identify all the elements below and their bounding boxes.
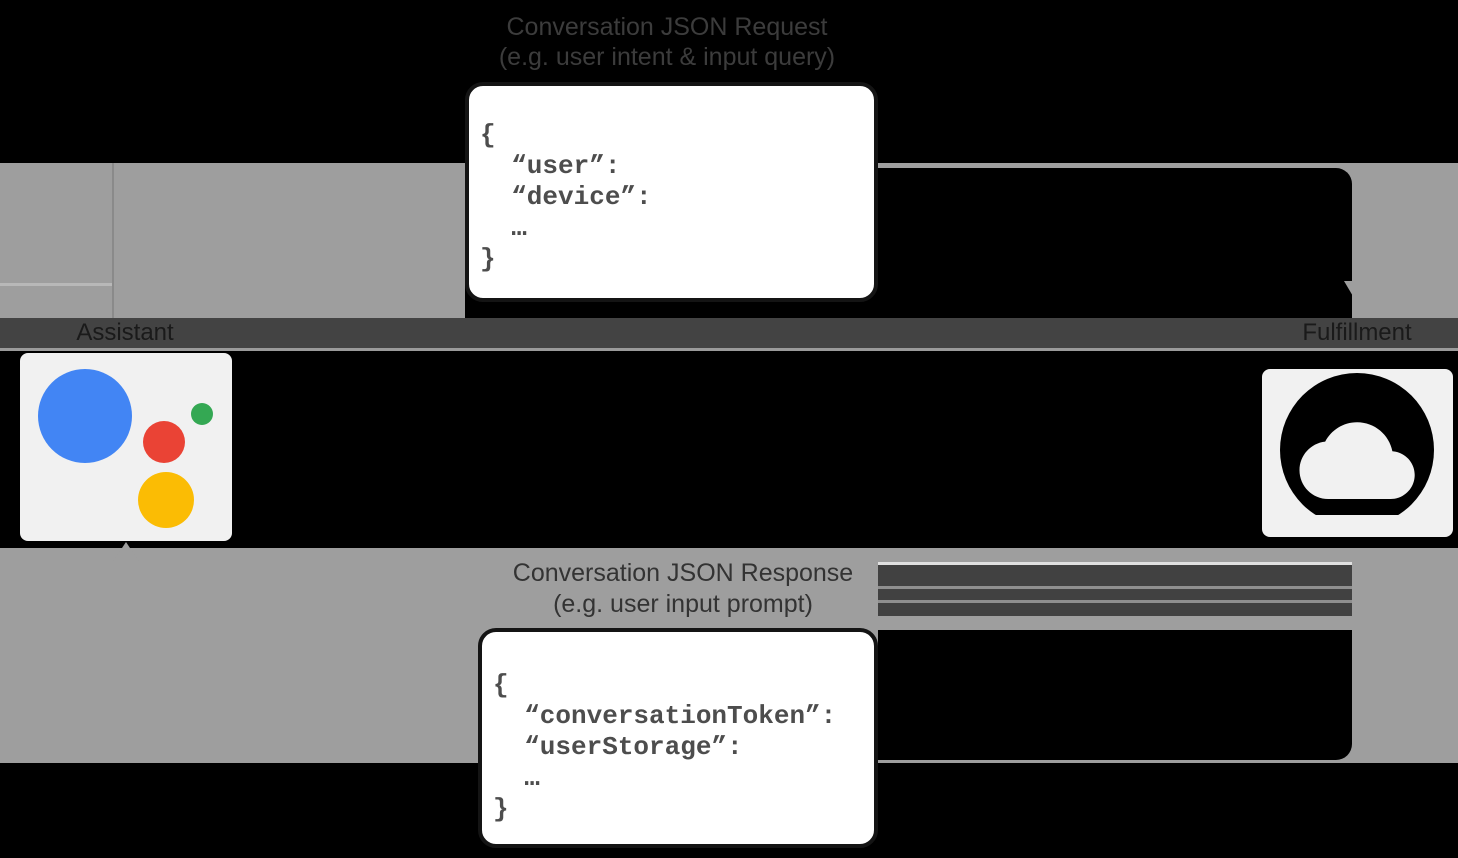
code-line: …	[480, 213, 527, 243]
response-band-stripe	[878, 603, 1352, 616]
cloud-icon	[1280, 373, 1434, 527]
code-line: {	[480, 120, 496, 150]
code-line: “device”:	[480, 182, 652, 212]
response-band-highlight	[878, 562, 1352, 565]
request-json-code: { “user”: “device”: … }	[480, 120, 652, 275]
code-line: }	[493, 794, 509, 824]
code-line: “conversationToken”:	[493, 701, 837, 731]
assistant-blue-dot	[38, 369, 132, 463]
assistant-green-dot	[191, 403, 213, 425]
request-json-callout: { “user”: “device”: … }	[465, 82, 878, 302]
assistant-label: Assistant	[76, 319, 174, 346]
assistant-yellow-dot	[138, 472, 194, 528]
request-title-line2: (e.g. user intent & input query)	[498, 43, 836, 71]
response-title-line2: (e.g. user input prompt)	[553, 590, 813, 618]
code-line: “userStorage”:	[493, 732, 743, 762]
response-arrow-inner-area	[878, 630, 1352, 760]
code-line: “user”:	[480, 151, 621, 181]
code-line: …	[493, 763, 540, 793]
response-arrowhead-icon	[112, 542, 140, 563]
request-title-line1: Conversation JSON Request	[506, 13, 828, 41]
assistant-card	[20, 353, 232, 541]
response-json-callout: { “conversationToken”: “userStorage”: … …	[478, 628, 878, 848]
assistant-red-dot	[143, 421, 185, 463]
response-band-stripe	[878, 565, 1352, 586]
arrow-tail-line	[112, 163, 114, 318]
response-json-code: { “conversationToken”: “userStorage”: … …	[493, 670, 836, 825]
response-title-line1: Conversation JSON Response	[512, 559, 854, 587]
response-band-stripe	[878, 589, 1352, 600]
response-band-stripe	[878, 600, 1352, 603]
request-arrowhead-icon	[1344, 281, 1370, 303]
fulfillment-label: Fulfillment	[1302, 319, 1412, 346]
google-assistant-logo	[20, 353, 232, 541]
fulfillment-card	[1262, 369, 1453, 537]
code-line: }	[480, 244, 496, 274]
arrow-tail-stripe	[0, 283, 112, 286]
node-label-strip-underline	[0, 348, 1458, 351]
code-line: {	[493, 670, 509, 700]
response-band-stripe	[878, 586, 1352, 589]
node-label-strip	[0, 318, 1458, 348]
